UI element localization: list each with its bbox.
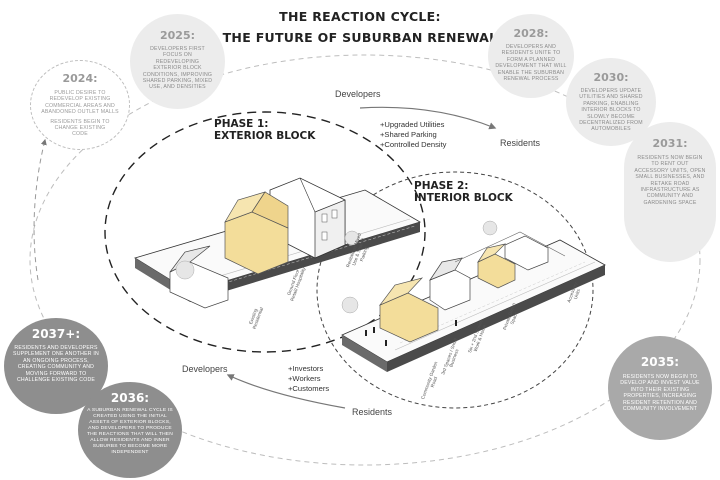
phase2-item: +Workers [288,374,321,383]
developers-top-label: Developers [335,89,381,99]
residents-bottom-label: Residents [352,407,393,417]
phase1-item: +Controlled Density [380,140,447,149]
phase2-boundary [316,171,594,409]
title-line-1: THE REACTION CYCLE: [279,9,441,24]
phase1-item: +Upgraded Utilities [380,120,445,129]
phase2-title: PHASE 2: INTERIOR BLOCK [414,180,513,204]
residents-top-label: Residents [500,138,541,148]
bubble-2035-text: RESIDENTS NOW BEGIN TO DEVELOP AND INVES… [620,374,700,413]
phase1-block [134,177,421,309]
bubble-2024-text: PUBLIC DESIRE TO REDEVELOP EXISTING COMM… [41,90,119,116]
developers-bottom-label: Developers [182,364,228,374]
bubble-2037-text: RESIDENTS AND DEVELOPERS SUPPLEMENT ONE … [13,345,99,384]
bubble-2036-year: 2036: [110,391,150,405]
bubble-2025-year: 2025: [159,29,195,42]
bubble-2025: 2025: DEVELOPERS FIRST FOCUS ON REDEVELO… [130,14,225,109]
phase2-item: +Customers [288,384,330,393]
phase2-line2: INTERIOR BLOCK [414,192,513,204]
bubble-2024: 2024: PUBLIC DESIRE TO REDEVELOP EXISTIN… [30,60,130,150]
title-line-2: THE FUTURE OF SUBURBAN RENEWAL [222,30,498,45]
bubble-2028-text: DEVELOPERS AND RESIDENTS UNITE TO FORM A… [495,44,567,83]
phase1-benefits: +Upgraded Utilities +Shared Parking +Con… [380,120,446,150]
outer-cycle-path [29,54,701,466]
bubble-2024-text2: RESIDENTS BEGIN TO CHANGE EXISTING CODE [50,118,110,138]
outer-cycle-arrow [33,138,47,281]
phase1-title: PHASE 1: EXTERIOR BLOCK [214,118,315,142]
phase1-boundary [104,111,426,353]
bubble-2031-text: RESIDENTS NOW BEGIN TO RENT OUT ACCESSOR… [634,155,706,206]
bubble-2024-year: 2024: [62,72,98,85]
bubble-2030-text: DEVELOPERS UPDATE UTILITIES AND SHARED P… [579,88,643,133]
bubble-2030-year: 2030: [593,71,629,84]
phase2-item: +Investors [288,364,324,373]
bubble-2037-year: 2037+: [31,327,81,341]
phase2-line1: PHASE 2: [414,180,469,192]
bubble-2028: 2028: DEVELOPERS AND RESIDENTS UNITE TO … [488,14,574,98]
bottom-flow-arrow [226,374,346,409]
bubble-2035: 2035: RESIDENTS NOW BEGIN TO DEVELOP AND… [608,336,712,440]
phase1-item: +Shared Parking [380,130,437,139]
bubble-2025-text: DEVELOPERS FIRST FOCUS ON REDEVELOPING E… [142,46,213,91]
bubble-2036-text: A SUBURBAN RENEWAL CYCLE IS CREATED USIN… [86,408,174,455]
phase2-block [341,220,606,372]
phase2-benefits: +Investors +Workers +Customers [288,364,329,394]
top-flow-arrow [359,106,497,130]
bubble-2035-year: 2035: [640,355,680,369]
bubble-2036: 2036: A SUBURBAN RENEWAL CYCLE IS CREATE… [78,382,182,478]
phase1-line1: PHASE 1: [214,118,269,130]
phase1-line2: EXTERIOR BLOCK [214,130,316,142]
bubble-2031-year: 2031: [652,137,688,150]
bubble-2031: 2031: RESIDENTS NOW BEGIN TO RENT OUT AC… [624,122,716,262]
bubble-2028-year: 2028: [513,27,549,40]
